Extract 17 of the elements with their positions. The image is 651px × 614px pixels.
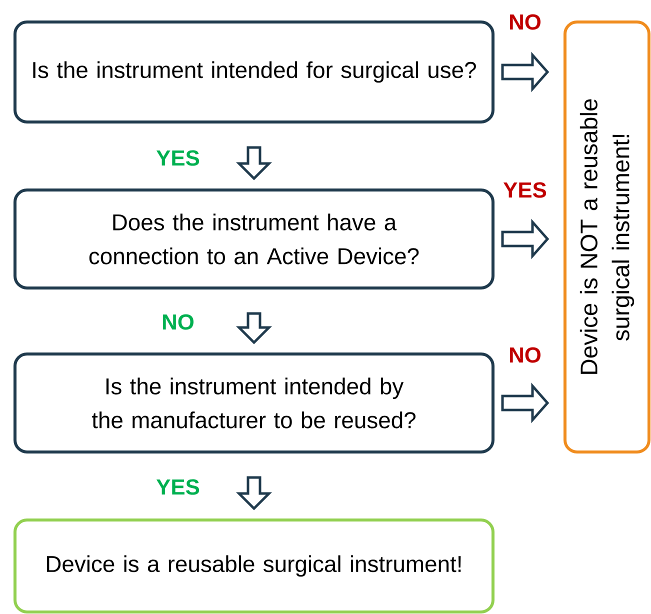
- edge-label: YES: [156, 150, 200, 166]
- edge-label: NO: [510, 347, 541, 363]
- block-arrow: [501, 382, 550, 424]
- block-arrow: [501, 218, 550, 260]
- edge-label: YES: [503, 182, 546, 198]
- question-box: Is the instrument intended by the manufacturer to be reused?: [14, 352, 494, 454]
- block-arrow: [236, 146, 272, 180]
- block-arrow: [501, 52, 550, 92]
- block-arrow: [236, 312, 272, 344]
- edge-label: NO: [510, 14, 541, 30]
- result-box: Device is NOT a reusable surgical instrument!: [564, 20, 650, 454]
- result-box: Device is a reusable surgical instrument!: [14, 518, 494, 614]
- question-box: Does the instrument have a connection to an Active Device?: [14, 188, 494, 290]
- block-arrow: [236, 476, 272, 510]
- question-box: Is the instrument intended for surgical use?: [14, 20, 494, 124]
- edge-label: NO: [163, 314, 194, 330]
- edge-label: YES: [156, 479, 200, 495]
